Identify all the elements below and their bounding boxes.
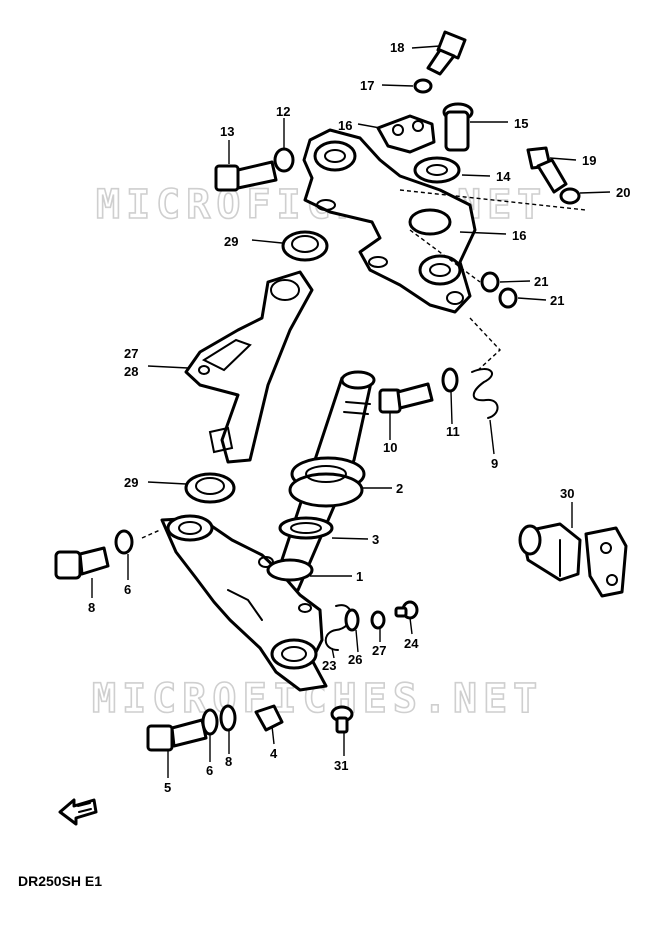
callout-15: 14 [496,169,511,184]
part-6-washer-upper [114,529,134,555]
callout-16: 15 [514,116,528,131]
part-19-bolt [426,30,467,76]
part-10-bolt [378,382,434,414]
callout-8: 8 [88,600,95,615]
callout-28: 28 [124,364,138,379]
part-7-washer [219,704,237,732]
callout-20: 19 [582,153,596,168]
callout-labels: 18 17 16 15 14 19 20 13 12 16 29 21 21 2… [88,40,630,795]
part-3-race [278,516,334,540]
callout-31: 31 [334,758,348,773]
part-23-clamp [324,604,352,651]
callout-3: 3 [372,532,379,547]
part-22-nut [498,287,518,309]
callout-29-lower: 29 [124,475,138,490]
part-15-washer [413,156,461,184]
front-arrow-icon [58,798,98,826]
part-11-washer [441,367,459,393]
callout-7: 8 [225,754,232,769]
part-14-upper-bracket [302,128,477,314]
part-16-bolt [442,102,474,152]
callout-10: 10 [383,440,397,455]
callout-2: 2 [396,481,403,496]
part-21-washer-upper [559,187,581,205]
part-27-28-bracket [184,270,314,464]
part-12-washer [273,147,295,173]
callout-12: 12 [276,104,290,119]
callout-26: 27 [372,643,386,658]
callout-22: 21 [550,293,564,308]
part-17-clamp [376,114,436,154]
part-18-washer [413,78,433,94]
callout-18: 17 [360,78,374,93]
part-26-washer [370,610,386,630]
model-code: DR250SH E1 [18,873,102,889]
part-24-screw [394,600,419,620]
part-1-steering-stem [160,370,376,692]
callout-13: 13 [220,124,234,139]
part-29-seal-upper [281,230,329,262]
part-20-bolt [526,146,568,194]
part-29-seal-lower [184,472,236,504]
part-8-bolt [54,546,110,580]
callout-30: 30 [560,486,574,501]
part-13-bolt [214,160,278,192]
callout-21-upper: 20 [616,185,630,200]
callout-27: 27 [124,346,138,361]
callout-17: 16 [338,118,352,133]
part-4-stopper [254,704,284,732]
part-30-lock [518,522,628,598]
callout-5: 5 [164,780,171,795]
part-9-cable-guide [471,368,499,419]
part-25-grommet [344,608,360,632]
leader-lines [91,45,611,778]
callout-21-lower: 21 [534,274,548,289]
callout-9: 9 [491,456,498,471]
callout-4: 4 [270,746,278,761]
part-6-washer-lower [201,708,219,736]
part-31-screw [330,705,354,734]
callout-6-upper: 6 [124,582,131,597]
part-2-bearing [288,456,366,508]
callout-23: 23 [322,658,336,673]
callout-6-lower: 6 [206,763,213,778]
callout-1: 1 [356,569,363,584]
callout-24: 24 [404,636,419,651]
callout-14: 16 [512,228,526,243]
callout-11: 11 [446,424,460,439]
part-5-bolt [146,718,208,752]
callout-25: 26 [348,652,362,667]
callout-19: 18 [390,40,404,55]
callout-29-upper: 29 [224,234,238,249]
part-21-washer-lower [480,271,500,293]
